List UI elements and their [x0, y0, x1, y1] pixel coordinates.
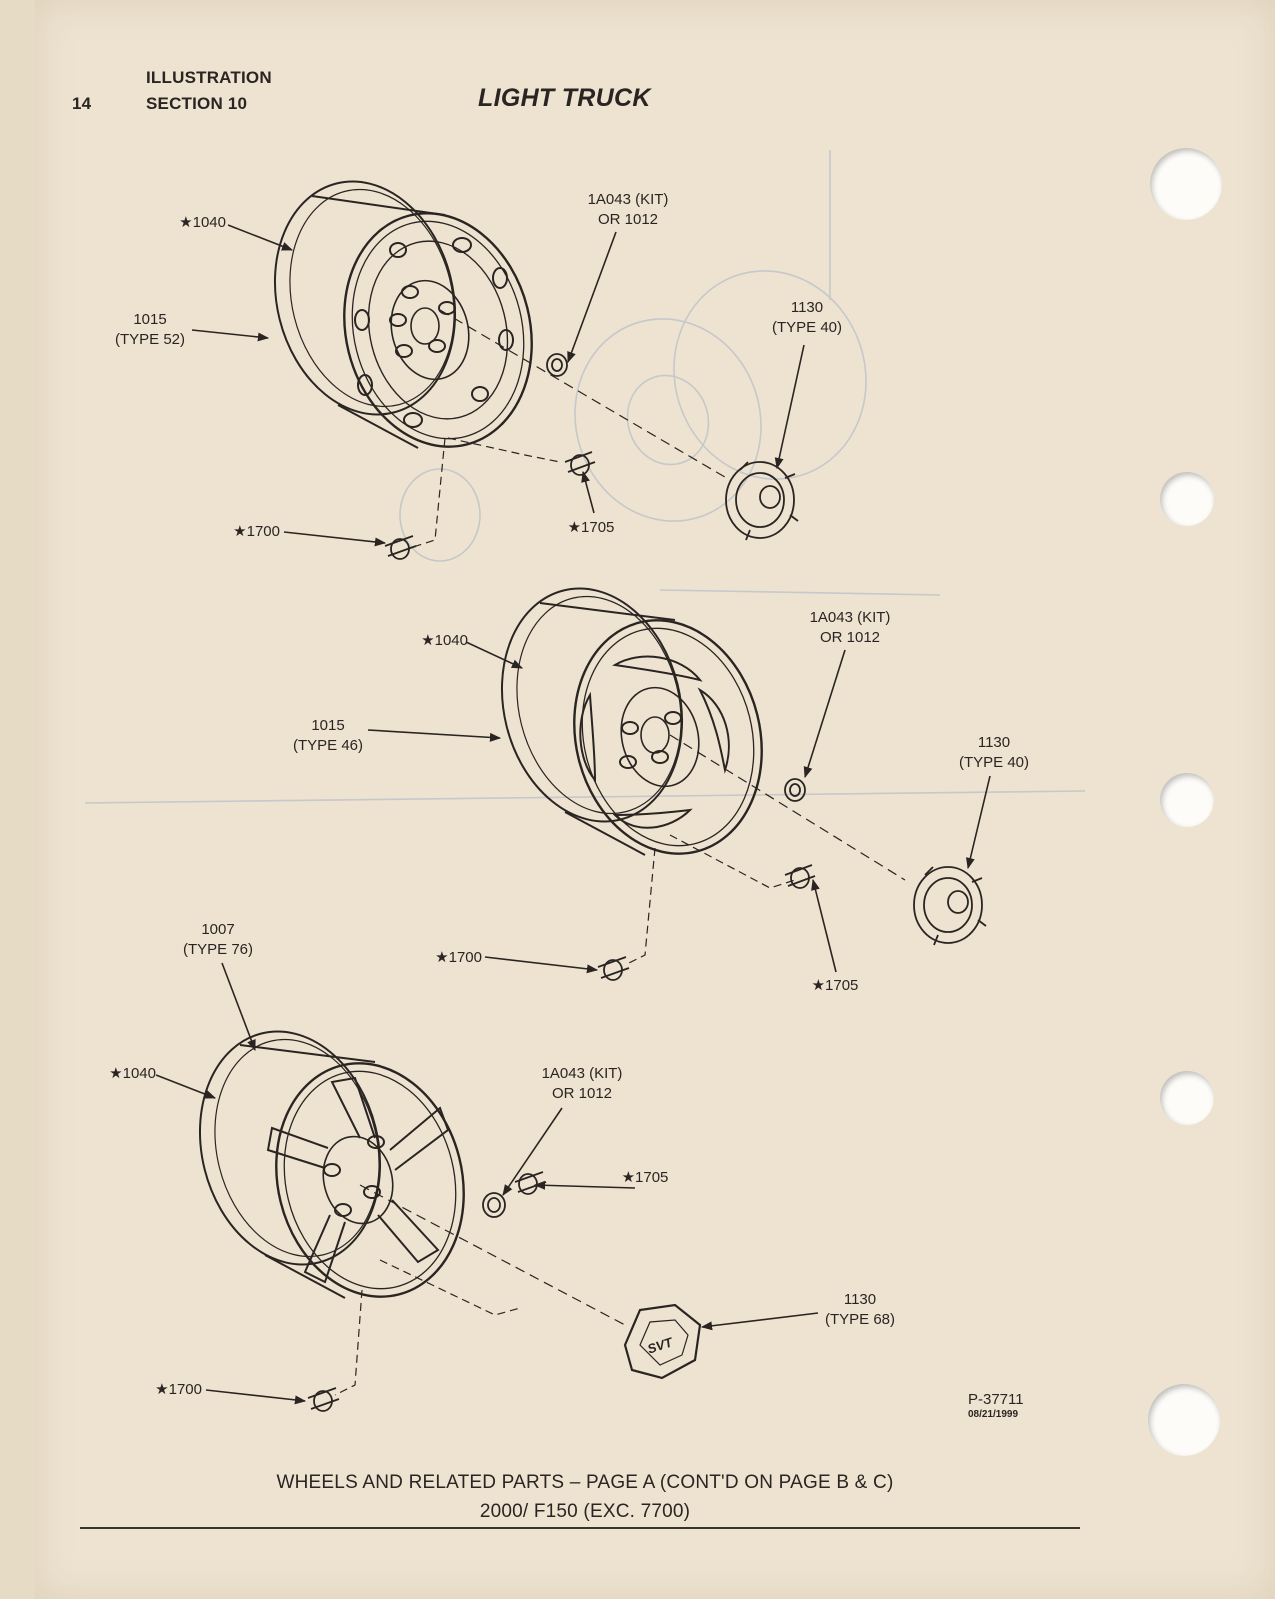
label-bot-1705: ★1705	[621, 1169, 669, 1186]
label-mid-cap: 1130 (TYPE 40)	[958, 734, 1030, 771]
label-bot-1700: ★1700	[155, 1381, 202, 1398]
page-number: 14	[72, 94, 92, 113]
wheel-top-hardware	[384, 309, 799, 560]
illustration-date: 08/21/1999	[968, 1409, 1019, 1420]
label-bot-1040: ★1040	[109, 1065, 156, 1082]
label-mid-1015: 1015 (TYPE 46)	[292, 717, 364, 754]
binder-hole-1	[1150, 148, 1222, 220]
label-mid-1705: ★1705	[811, 977, 859, 994]
label-bot-lugnut: 1A043 (KIT) OR 1012	[541, 1065, 623, 1102]
binder-hole-2	[1160, 472, 1214, 526]
binder-hole-4	[1160, 1071, 1214, 1125]
scan-edge	[0, 0, 35, 1599]
label-bot-1007: 1007 (TYPE 76)	[182, 921, 254, 958]
wheel-steel-type-52	[273, 180, 533, 449]
label-mid-1700: ★1700	[435, 949, 482, 966]
label-mid-lugnut: 1A043 (KIT) OR 1012	[809, 609, 891, 646]
label-mid-1040: ★1040	[421, 632, 468, 649]
bleed-through-ghost	[84, 150, 1086, 804]
leader-lines	[155, 224, 991, 1405]
wheel-middle-hardware	[597, 734, 987, 981]
page-title: LIGHT TRUCK	[478, 84, 651, 112]
cap-logo-text: SVT	[645, 1334, 675, 1356]
label-top-1705: ★1705	[567, 519, 615, 536]
footer-caption: WHEELS AND RELATED PARTS – PAGE A (CONT'…	[276, 1472, 894, 1493]
wheel-aluminum-type-76	[198, 1030, 465, 1299]
label-bot-cap: 1130 (TYPE 68)	[824, 1291, 896, 1328]
binder-hole-5	[1148, 1384, 1220, 1456]
binder-hole-3	[1160, 773, 1214, 827]
footer-rule	[80, 1527, 1080, 1529]
label-top-1040: ★1040	[179, 214, 226, 231]
illustration-number: P-37711	[968, 1391, 1024, 1408]
label-top-lugnut: 1A043 (KIT) OR 1012	[587, 191, 669, 228]
label-top-1700: ★1700	[233, 523, 280, 540]
footer-model: 2000/ F150 (EXC. 7700)	[479, 1501, 691, 1522]
label-top-cap: 1130 (TYPE 40)	[771, 299, 843, 336]
header-section: SECTION 10	[146, 94, 248, 113]
wheel-styled-type-46	[500, 587, 763, 856]
header-illustration: ILLUSTRATION	[146, 68, 272, 87]
wheel-bottom-hardware	[307, 1171, 702, 1412]
label-top-1015: 1015 (TYPE 52)	[114, 311, 186, 348]
